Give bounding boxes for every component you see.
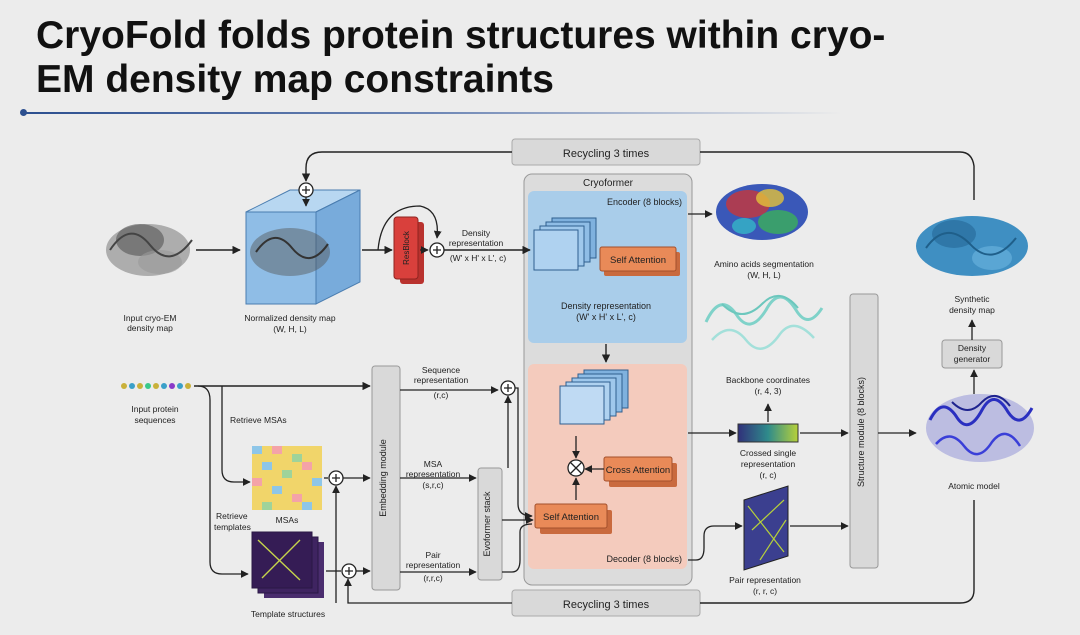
pair-representation-output: Pair representation (r, r, c) <box>729 485 801 596</box>
evoformer-stack-label: Evoformer stack <box>482 491 492 557</box>
backbone-label-2: (r, 4, 3) <box>755 386 782 396</box>
decoder-stack-icon <box>559 369 629 425</box>
recycling-bottom: Recycling 3 times <box>511 589 701 617</box>
input-protein-label-1: Input protein <box>131 404 179 414</box>
page-title-line-1: CryoFold folds protein structures within… <box>36 14 886 57</box>
retrieve-msas-label: Retrieve MSAs <box>230 415 287 425</box>
crossed-single-3: (r, c) <box>760 470 777 480</box>
pair-repr-2: representation <box>406 560 461 570</box>
sequence-beads <box>121 383 191 389</box>
input-cryoem-label-1: Input cryo-EM <box>124 313 177 323</box>
encoder-self-attention: Self Attention <box>610 255 666 266</box>
encoder-stack-icon <box>533 217 597 271</box>
msas-label: MSAs <box>276 515 299 525</box>
decoder-block: Decoder (8 blocks) Cross Attention Self … <box>528 364 687 569</box>
encoder-block: Encoder (8 blocks) Self Attention Densit… <box>528 191 687 343</box>
encoder-label: Encoder (8 blocks) <box>607 197 682 207</box>
sequence-repr-1: Sequence <box>422 365 461 375</box>
amino-seg-label-2: (W, H, L) <box>747 270 781 280</box>
msa-repr-3: (s,r,c) <box>422 480 443 490</box>
recycling-top: Recycling 3 times <box>511 138 701 166</box>
density-repr-label-3: (W' x H' x L', c) <box>450 253 507 263</box>
decoder-self-attention: Self Attention <box>543 512 599 523</box>
msa-repr-1: MSA <box>424 459 443 469</box>
recycling-bottom-label: Recycling 3 times <box>563 599 650 611</box>
density-repr-inner-2: (W' x H' x L', c) <box>576 312 636 322</box>
crossed-single-1: Crossed single <box>740 448 796 458</box>
sequence-repr-2: representation <box>414 375 469 385</box>
input-protein-label-2: sequences <box>134 415 175 425</box>
pair-out-label-2: (r, r, c) <box>753 586 777 596</box>
backbone-coordinates: Backbone coordinates (r, 4, 3) <box>704 295 824 396</box>
cryoformer-label: Cryoformer <box>583 178 634 189</box>
normalized-map-label-1: Normalized density map <box>244 313 335 323</box>
msa-repr-2: representation <box>406 469 461 479</box>
amino-seg-label-1: Amino acids segmentation <box>714 259 814 269</box>
structure-module-label: Structure module (8 blocks) <box>856 377 866 487</box>
decoder-label: Decoder (8 blocks) <box>606 554 682 564</box>
crossed-single-representation: Crossed single representation (r, c) <box>737 423 799 480</box>
synthetic-density-map: Synthetic density map <box>916 216 1028 315</box>
backbone-label-1: Backbone coordinates <box>726 375 810 385</box>
embedding-module: Embedding module <box>371 365 401 591</box>
pair-out-label-1: Pair representation <box>729 575 801 585</box>
density-generator: Density generator <box>941 339 1003 369</box>
density-generator-1: Density <box>958 343 987 353</box>
template-structures: Template structures <box>251 531 325 619</box>
title-rule <box>22 112 842 114</box>
density-repr-inner-1: Density representation <box>561 301 651 311</box>
msa-grid: MSAs <box>252 446 322 525</box>
density-repr-label-1: Density <box>462 228 491 238</box>
template-structures-label: Template structures <box>251 609 325 619</box>
synthetic-map-1: Synthetic <box>955 294 991 304</box>
sequence-repr-3: (r,c) <box>434 390 449 400</box>
synthetic-map-2: density map <box>949 305 995 315</box>
page-title: CryoFold folds protein structures within… <box>36 14 1036 102</box>
input-cryoem-label-2: density map <box>127 323 173 333</box>
resblock-label: ResBlock <box>402 230 411 265</box>
pair-repr-3: (r,r,c) <box>423 573 443 583</box>
evoformer-stack: Evoformer stack <box>477 467 503 581</box>
page-title-line-2: EM density map constraints <box>36 58 554 101</box>
input-cryoem-map: Input cryo-EM density map <box>106 224 193 333</box>
input-protein-sequence: Input protein sequences <box>121 383 191 425</box>
pair-repr-1: Pair <box>425 550 440 560</box>
retrieve-templates-label-2: templates <box>214 522 251 532</box>
resblock: ResBlock <box>393 216 424 284</box>
amino-acids-segmentation: Amino acids segmentation (W, H, L) <box>714 184 814 280</box>
structure-module: Structure module (8 blocks) <box>849 293 879 569</box>
density-repr-label-2: representation <box>449 238 504 248</box>
recycling-top-label: Recycling 3 times <box>563 148 650 160</box>
atomic-model: Atomic model <box>926 394 1034 491</box>
cross-attention: Cross Attention <box>606 465 670 476</box>
density-generator-2: generator <box>954 354 991 364</box>
normalized-density-cube: Normalized density map (W, H, L) <box>244 189 361 334</box>
atomic-model-label: Atomic model <box>948 481 1000 491</box>
retrieve-templates-label-1: Retrieve <box>216 511 248 521</box>
crossed-single-2: representation <box>741 459 796 469</box>
embedding-module-label: Embedding module <box>378 439 388 517</box>
normalized-map-label-2: (W, H, L) <box>273 324 307 334</box>
